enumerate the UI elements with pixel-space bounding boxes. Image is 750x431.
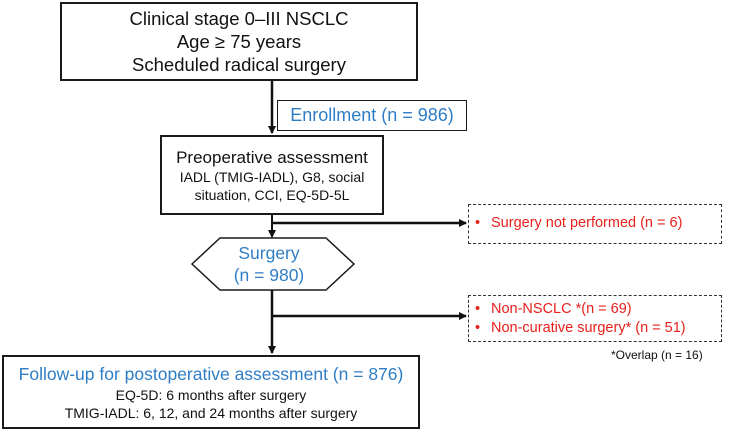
surgery-hexagon — [190, 237, 356, 291]
exclusion-item: • Non-NSCLC *(n = 69) — [469, 300, 721, 319]
bullet-icon: • — [475, 301, 481, 317]
followup-tmig-iadl: TMIG-IADL: 6, 12, and 24 months after su… — [64, 404, 358, 421]
followup-title: Follow-up for postoperative assessment (… — [18, 363, 404, 384]
bullet-icon: • — [475, 320, 481, 336]
overlap-note: *Overlap (n = 16) — [611, 348, 703, 362]
surgery-count: (n = 980) — [233, 265, 305, 285]
eligibility-criteria-box: Clinical stage 0–III NSCLC Age ≥ 75 year… — [60, 2, 418, 81]
exclusion-item: • Non-curative surgery* (n = 51) — [469, 319, 721, 338]
eligibility-stage: Clinical stage 0–III NSCLC — [129, 8, 349, 29]
enrollment-label: Enrollment (n = 986) — [290, 105, 454, 125]
preop-measures-line2: situation, CCI, EQ-5D-5L — [194, 187, 350, 203]
enrollment-box: Enrollment (n = 986) — [277, 100, 467, 131]
preoperative-assessment-box: Preoperative assessment IADL (TMIG-IADL)… — [160, 135, 384, 215]
preop-title: Preoperative assessment — [176, 148, 368, 167]
eligibility-surgery: Scheduled radical surgery — [132, 54, 346, 75]
preop-measures-line1: IADL (TMIG-IADL), G8, social — [179, 169, 365, 185]
exclusion-text: Non-NSCLC *(n = 69) — [491, 301, 632, 317]
exclusion-no-surgery-box: • Surgery not performed (n = 6) — [468, 204, 722, 244]
followup-box: Follow-up for postoperative assessment (… — [2, 355, 420, 429]
surgery-label: Surgery — [238, 243, 300, 263]
bullet-icon: • — [475, 215, 481, 231]
exclusion-postop-box: • Non-NSCLC *(n = 69) • Non-curative sur… — [468, 295, 722, 342]
exclusion-text: Surgery not performed (n = 6) — [491, 215, 683, 231]
eligibility-age: Age ≥ 75 years — [176, 31, 302, 52]
followup-eq5d: EQ-5D: 6 months after surgery — [115, 386, 307, 403]
exclusion-item: • Surgery not performed (n = 6) — [469, 214, 721, 233]
exclusion-text: Non-curative surgery* (n = 51) — [491, 320, 686, 336]
surgery-node: Surgery (n = 980) — [194, 239, 344, 289]
